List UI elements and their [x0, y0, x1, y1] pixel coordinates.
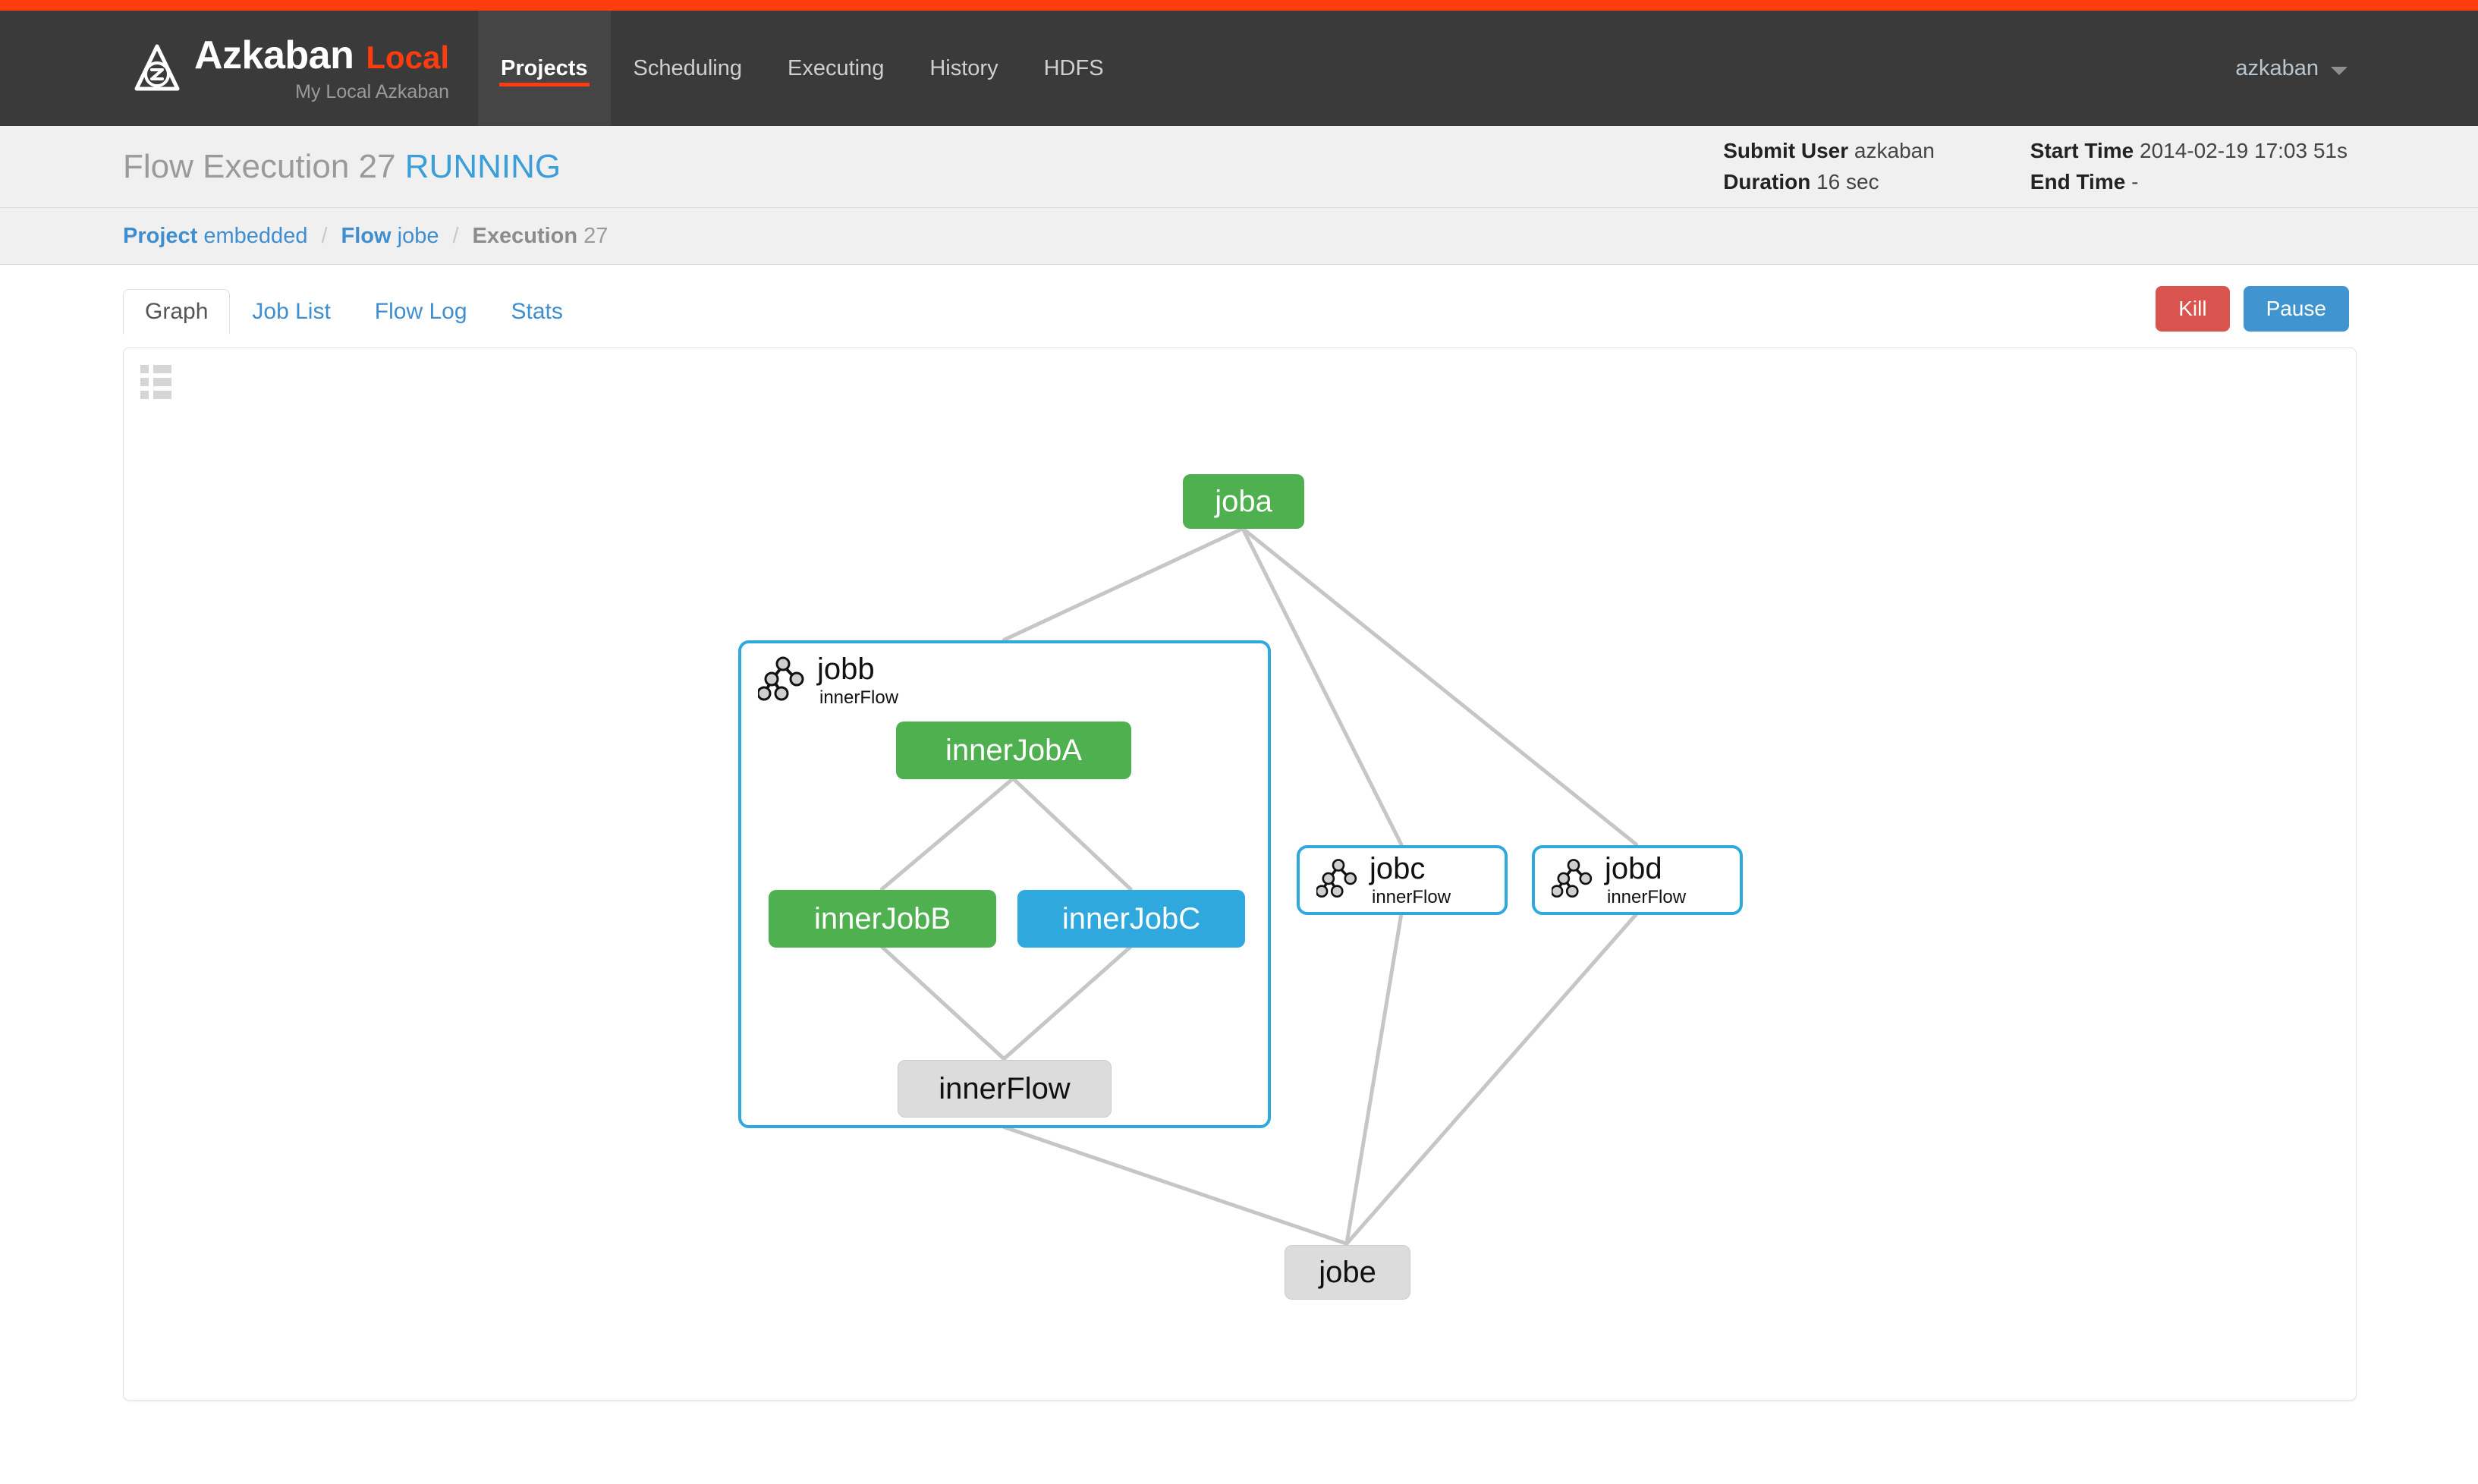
tab-graph[interactable]: Graph: [123, 289, 231, 335]
status-badge: RUNNING: [404, 147, 561, 185]
breadcrumb-project[interactable]: Project embedded: [123, 224, 307, 249]
flow-container-jobb-header: jobb innerFlow: [756, 652, 899, 708]
duration-row: Duration 16 sec: [1723, 170, 1935, 194]
nav-item-hdfs[interactable]: HDFS: [1043, 55, 1104, 80]
submit-user-value: azkaban: [1854, 139, 1935, 162]
duration-label: Duration: [1723, 170, 1811, 193]
chevron-down-icon: [2331, 66, 2347, 75]
flow-container-jobb[interactable]: jobb innerFlow: [738, 640, 1271, 1128]
execution-meta-col-left: Submit User azkaban Duration 16 sec: [1723, 139, 1935, 194]
breadcrumb-flow-label: Flow: [341, 223, 392, 248]
flow-chip-jobc-name: jobc: [1370, 852, 1426, 885]
brand-name: Azkaban: [194, 33, 354, 77]
flow-chip-jobd-sublabel: innerFlow: [1607, 887, 1687, 907]
accent-strip: [0, 0, 2478, 11]
flow-tree-icon: [1550, 857, 1596, 904]
breadcrumb-execution-value: 27: [583, 223, 608, 248]
duration-value: 16 sec: [1816, 170, 1879, 193]
page-title-prefix: Flow Execution: [123, 147, 350, 185]
kill-button[interactable]: Kill: [2156, 286, 2230, 332]
nav-item-projects[interactable]: Projects: [478, 11, 611, 126]
breadcrumb: Project embedded / Flow jobe / Execution…: [0, 208, 2478, 265]
start-time-value: 2014-02-19 17:03 51s: [2140, 139, 2347, 162]
flow-tree-icon: [1315, 857, 1360, 904]
flow-chip-jobd[interactable]: jobd innerFlow: [1532, 845, 1743, 915]
graph-node-innerjobc[interactable]: innerJobC: [1017, 890, 1245, 948]
submit-user-row: Submit User azkaban: [1723, 139, 1935, 163]
graph-panel: jobb innerFlow: [123, 347, 2357, 1401]
flow-chip-jobc-sublabel: innerFlow: [1372, 887, 1451, 907]
graph-node-joba[interactable]: joba: [1183, 474, 1304, 529]
nav-item-executing[interactable]: Executing: [788, 55, 885, 80]
list-menu-icon[interactable]: [140, 365, 172, 399]
nav-item-scheduling[interactable]: Scheduling: [633, 55, 743, 80]
submit-user-label: Submit User: [1723, 139, 1849, 162]
start-time-row: Start Time 2014-02-19 17:03 51s: [2030, 139, 2347, 163]
top-navbar: Azkaban Local My Local Azkaban Projects …: [0, 11, 2478, 126]
flow-chip-jobc[interactable]: jobc innerFlow: [1297, 845, 1508, 915]
flow-tree-icon: [756, 656, 808, 706]
flow-chip-jobd-name: jobd: [1605, 852, 1662, 885]
brand-environment: Local: [366, 39, 450, 75]
tabs-row: Graph Job List Flow Log Stats Kill Pause: [0, 265, 2478, 335]
tab-job-list[interactable]: Job List: [252, 299, 331, 324]
graph-edges: [879, 527, 1639, 1246]
nav-item-projects-label: Projects: [501, 55, 588, 80]
brand-subtitle: My Local Azkaban: [295, 80, 450, 102]
graph-node-innerjobb[interactable]: innerJobB: [769, 890, 996, 948]
graph-node-innerflow[interactable]: innerFlow: [898, 1060, 1112, 1118]
tab-stats[interactable]: Stats: [511, 299, 563, 324]
flow-container-jobb-sublabel: innerFlow: [819, 687, 899, 708]
breadcrumb-execution-label: Execution: [472, 223, 578, 248]
breadcrumb-flow[interactable]: Flow jobe: [341, 224, 439, 249]
end-time-label: End Time: [2030, 170, 2126, 193]
end-time-value: -: [2131, 170, 2139, 193]
graph-node-jobe[interactable]: jobe: [1285, 1245, 1410, 1300]
tab-actions: Kill Pause: [2156, 286, 2478, 335]
execution-meta: Submit User azkaban Duration 16 sec Star…: [1723, 139, 2478, 194]
end-time-row: End Time -: [2030, 170, 2347, 194]
breadcrumb-execution: Execution 27: [473, 224, 608, 249]
tab-flow-log[interactable]: Flow Log: [374, 299, 467, 324]
pause-button[interactable]: Pause: [2243, 286, 2349, 332]
breadcrumb-project-value: embedded: [203, 223, 308, 248]
breadcrumb-separator-1: /: [321, 223, 328, 248]
nav-item-history[interactable]: History: [929, 55, 998, 80]
nav-active-underline: [499, 83, 590, 86]
graph-node-innerjoba[interactable]: innerJobA: [896, 722, 1131, 779]
user-menu[interactable]: azkaban: [2235, 11, 2478, 126]
execution-id: 27: [358, 147, 396, 185]
breadcrumb-separator-2: /: [452, 223, 459, 248]
user-menu-label: azkaban: [2235, 55, 2319, 80]
breadcrumb-flow-value: jobe: [397, 223, 439, 248]
azkaban-triangle-logo-icon: [134, 43, 181, 93]
execution-header: Flow Execution 27 RUNNING Submit User az…: [0, 126, 2478, 208]
page-title: Flow Execution 27 RUNNING: [0, 148, 561, 186]
brand[interactable]: Azkaban Local My Local Azkaban: [0, 11, 479, 126]
nav-items: Projects Scheduling Executing History HD…: [478, 11, 1127, 126]
start-time-label: Start Time: [2030, 139, 2134, 162]
breadcrumb-project-label: Project: [123, 223, 198, 248]
execution-meta-col-right: Start Time 2014-02-19 17:03 51s End Time…: [2030, 139, 2347, 194]
flow-container-jobb-name: jobb: [817, 652, 875, 686]
